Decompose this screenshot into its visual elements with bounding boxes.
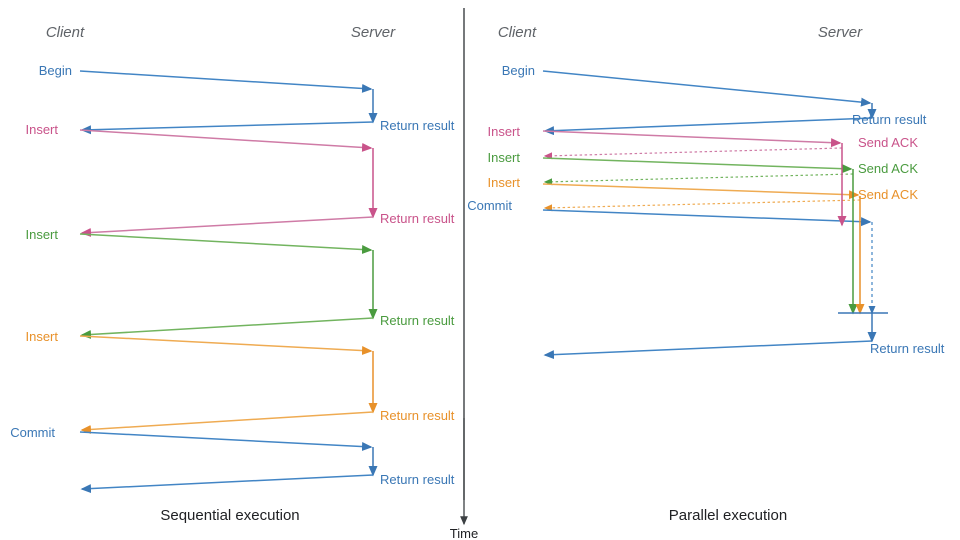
left-label-return-result: Return result	[380, 118, 455, 133]
right-label-send-ack: Send ACK	[858, 161, 918, 176]
right-server-header: Server	[818, 24, 863, 41]
right-client-header: Client	[498, 24, 537, 41]
right-label-commit: Commit	[467, 198, 512, 213]
left-label-return-result: Return result	[380, 408, 455, 423]
time-axis: Time	[450, 418, 478, 540]
right-label-send-ack: Send ACK	[858, 187, 918, 202]
left-label-insert: Insert	[25, 329, 58, 344]
right-label-insert: Insert	[487, 175, 520, 190]
left-label-begin: Begin	[39, 63, 72, 78]
left-panel-caption: Sequential execution	[160, 507, 299, 524]
left-label-insert: Insert	[25, 122, 58, 137]
right-label-return-result: Return result	[870, 341, 945, 356]
left-label-return-result: Return result	[380, 211, 455, 226]
right-label-return-result: Return result	[852, 112, 927, 127]
left-label-commit: Commit	[10, 425, 55, 440]
left-label-return-result: Return result	[380, 472, 455, 487]
left-server-header: Server	[351, 24, 396, 41]
right-panel-caption: Parallel execution	[669, 507, 787, 524]
right-label-insert: Insert	[487, 124, 520, 139]
right-label-insert: Insert	[487, 150, 520, 165]
left-label-return-result: Return result	[380, 313, 455, 328]
right-label-begin: Begin	[502, 63, 535, 78]
left-label-insert: Insert	[25, 227, 58, 242]
right-message-arrows	[542, 70, 888, 360]
left-client-header: Client	[46, 24, 85, 41]
left-message-arrows	[79, 70, 378, 494]
right-label-send-ack: Send ACK	[858, 135, 918, 150]
time-axis-label: Time	[450, 526, 478, 540]
